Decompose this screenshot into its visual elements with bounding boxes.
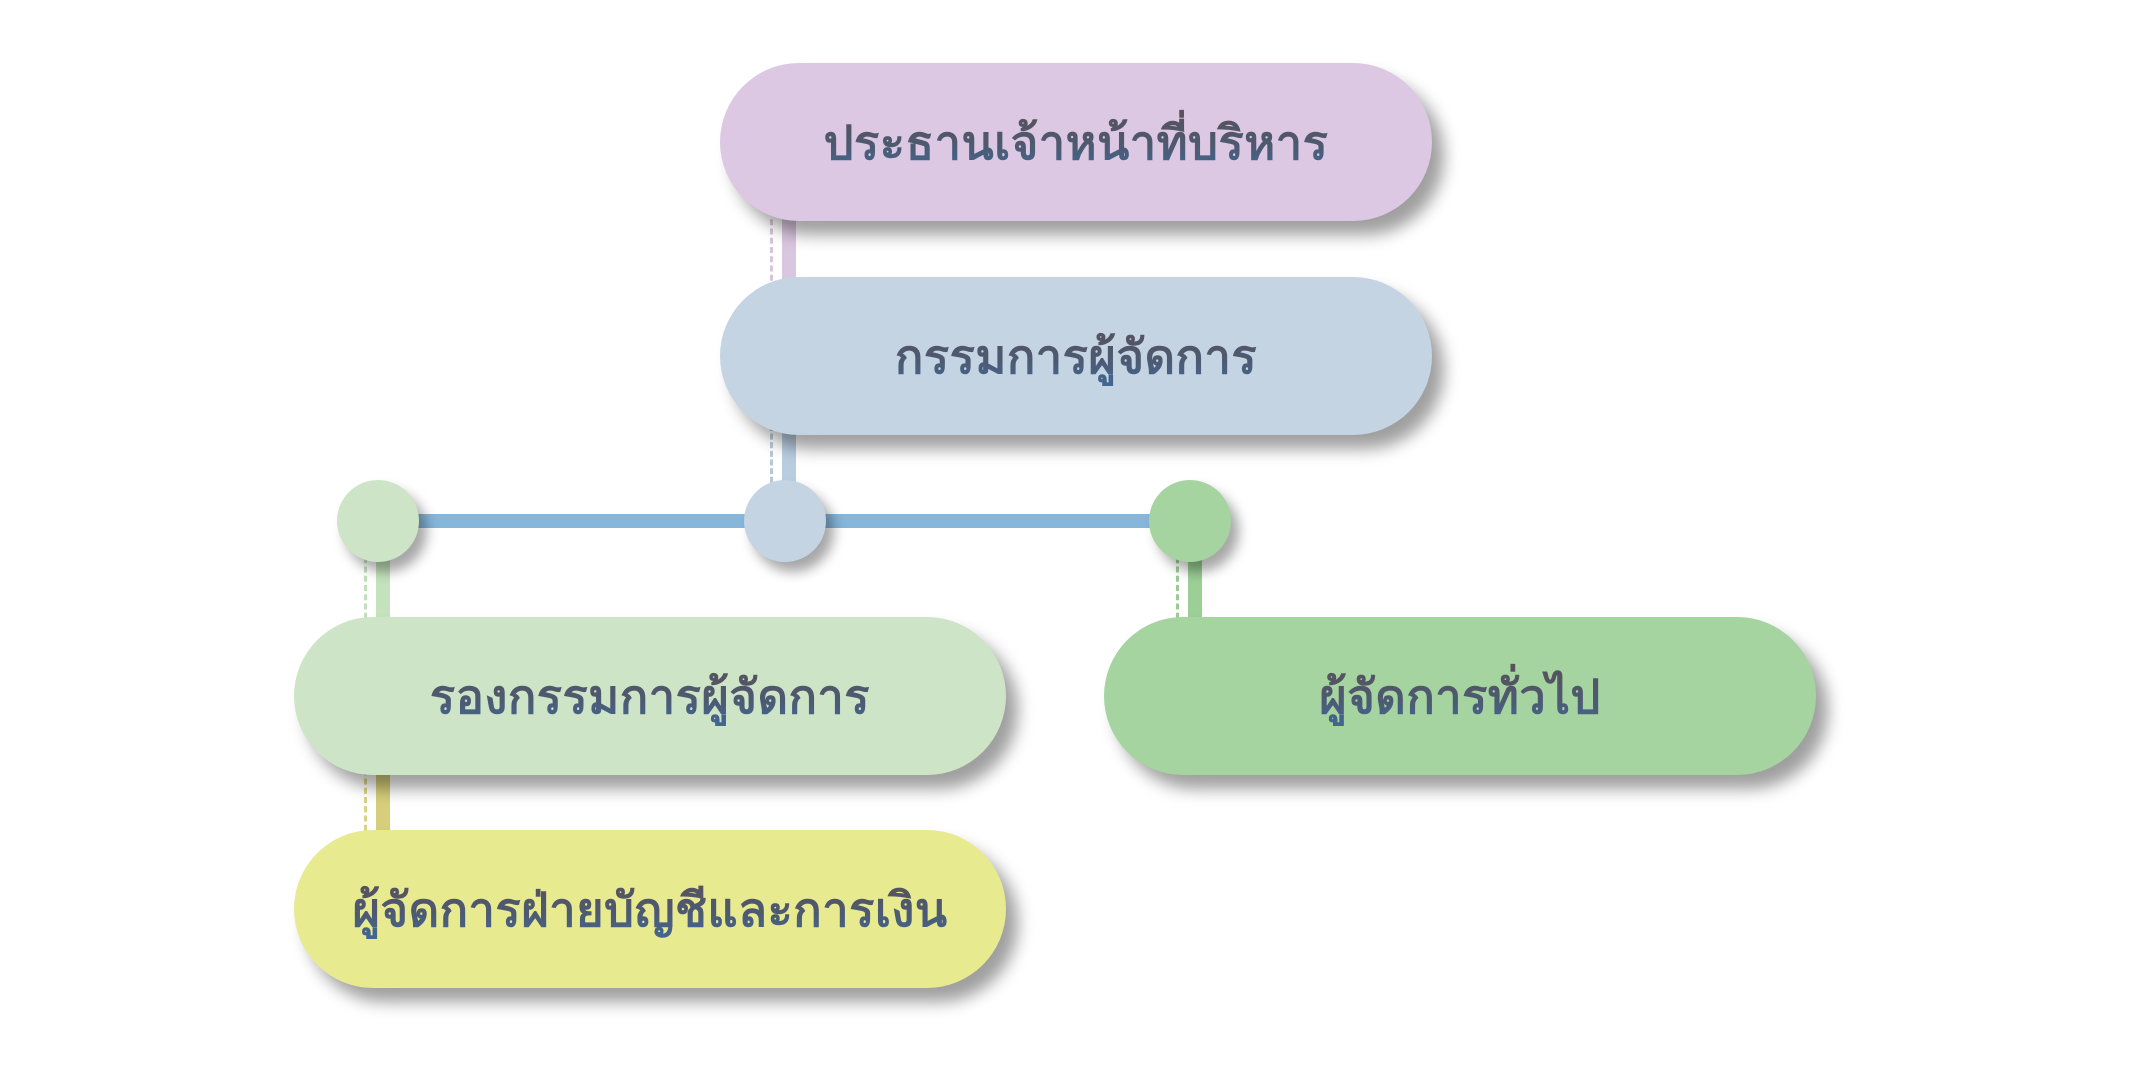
box-accounting-finance-manager: ผู้จัดการฝ่ายบัญชีและการเงิน [294, 830, 1006, 988]
box-general-manager: ผู้จัดการทั่วไป [1104, 617, 1816, 775]
box-managing-director: กรรมการผู้จัดการ [720, 277, 1432, 435]
branch-node-center [744, 480, 826, 562]
box-deputy-managing-director: รองกรรมการผู้จัดการ [294, 617, 1006, 775]
branch-node-right [1149, 480, 1231, 562]
box-ceo-label: ประธานเจ้าหน้าที่บริหาร [824, 105, 1329, 180]
box-ceo: ประธานเจ้าหน้าที่บริหาร [720, 63, 1432, 221]
box-accounting-finance-manager-label: ผู้จัดการฝ่ายบัญชีและการเงิน [352, 872, 947, 947]
box-managing-director-label: กรรมการผู้จัดการ [895, 319, 1257, 394]
connector-branch-to-gm [1176, 548, 1202, 628]
branch-node-left [337, 480, 419, 562]
connector-branch-to-deputy [364, 548, 390, 628]
connector-ceo-to-md [770, 210, 796, 290]
connector-deputy-to-accounting [364, 760, 390, 840]
box-deputy-managing-director-label: รองกรรมการผู้จัดการ [430, 659, 870, 734]
box-general-manager-label: ผู้จัดการทั่วไป [1319, 659, 1601, 734]
